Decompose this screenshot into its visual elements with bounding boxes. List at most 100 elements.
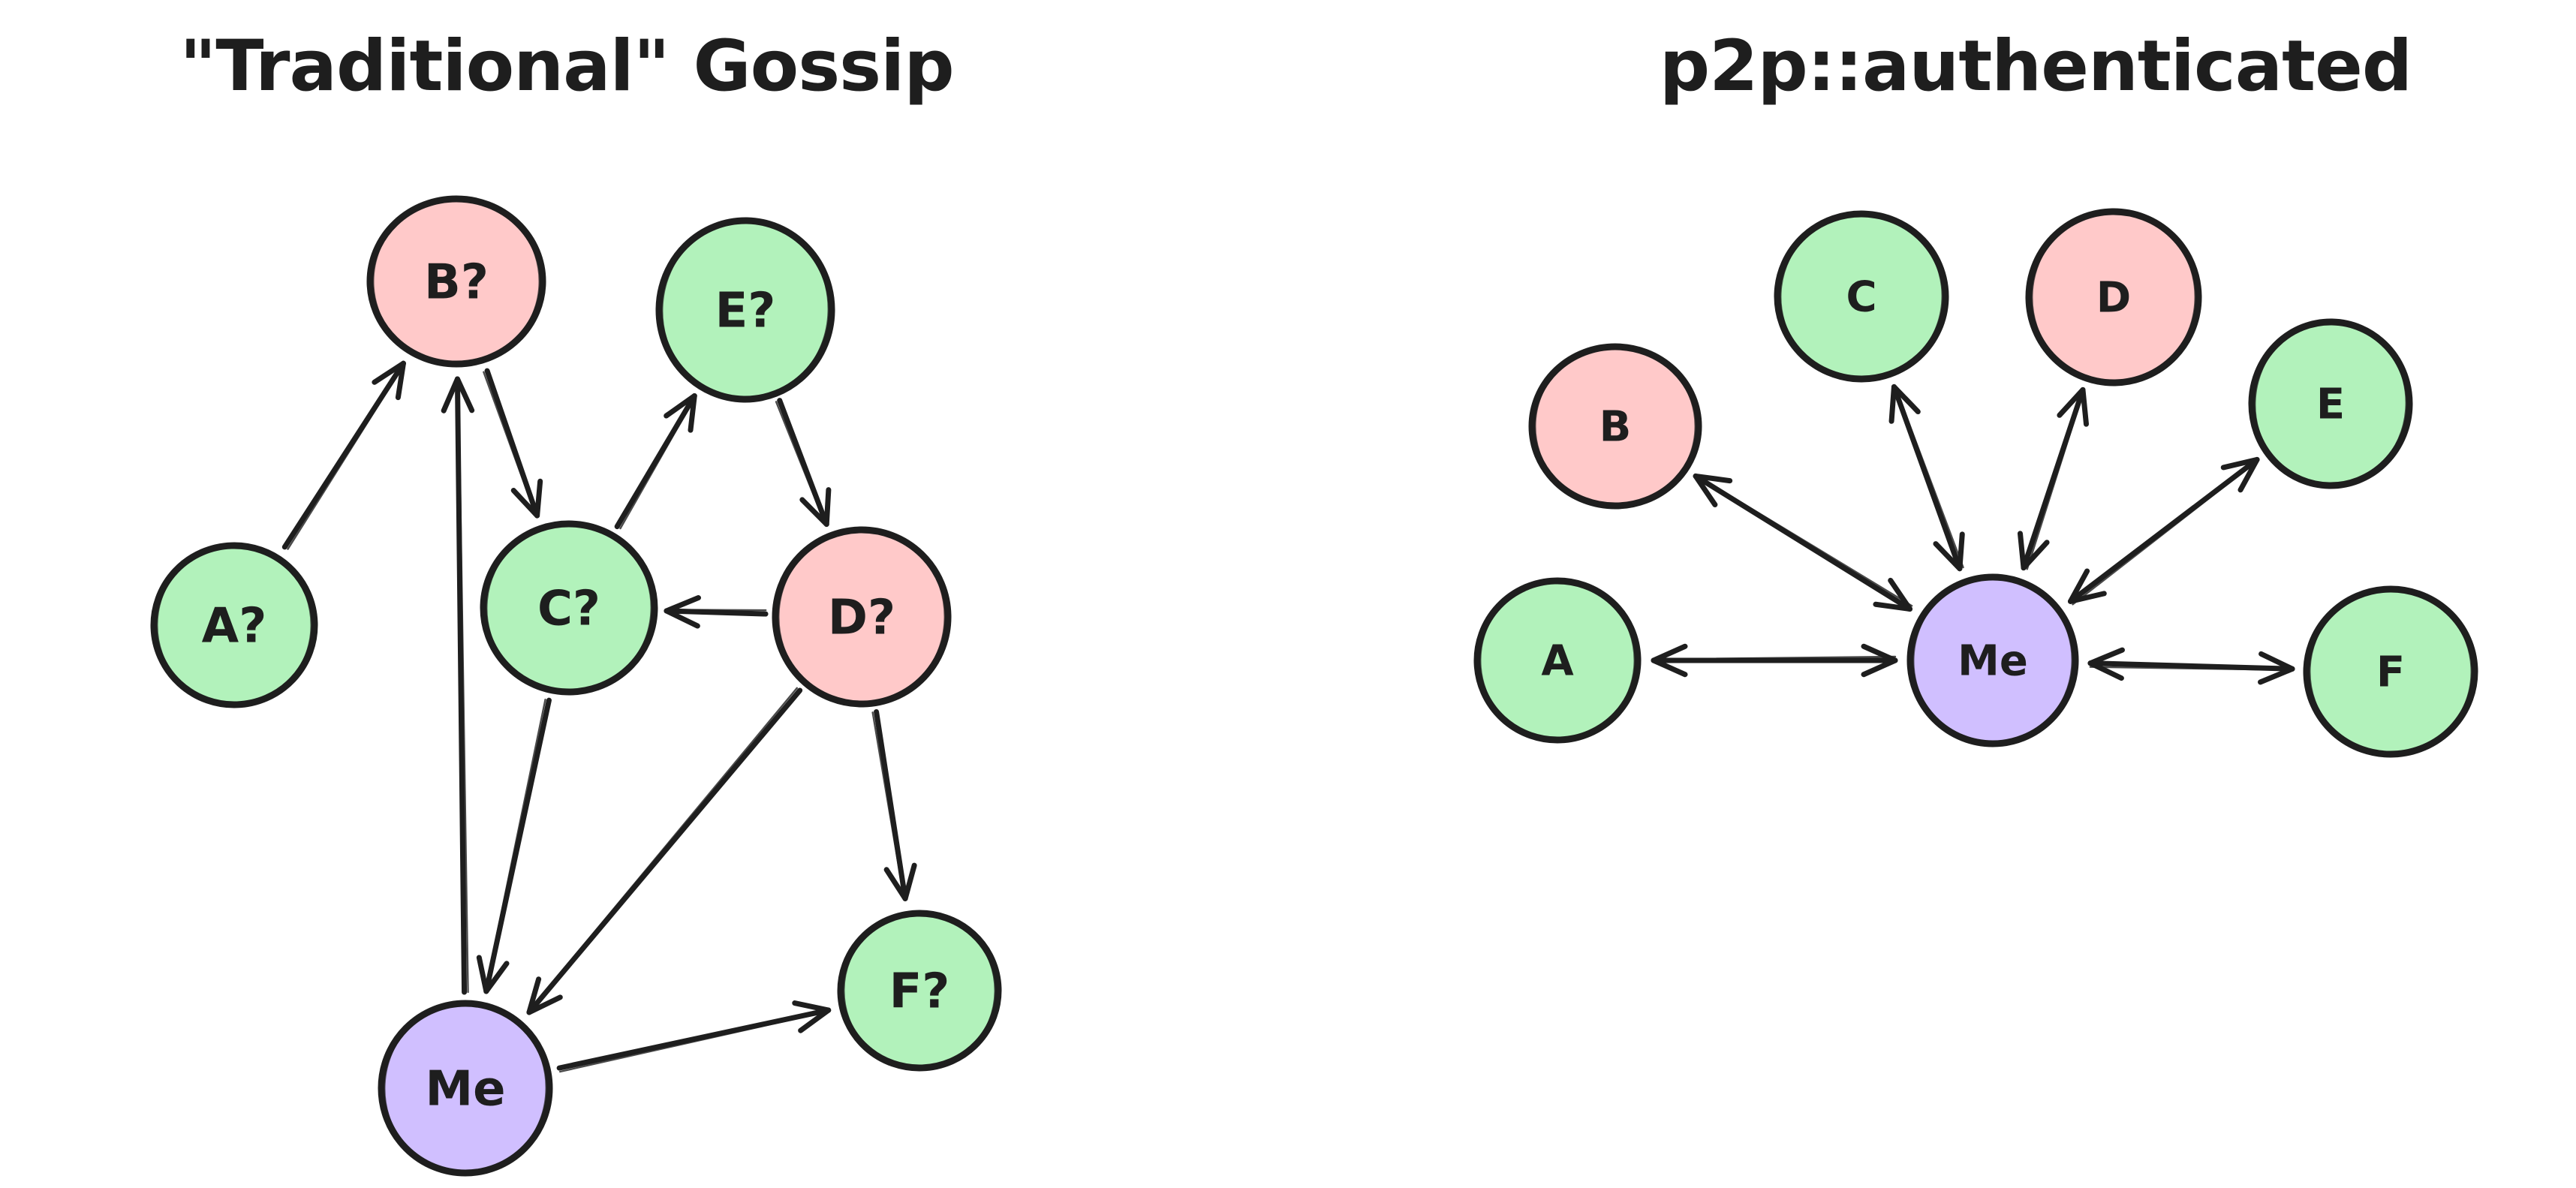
node-e: E? [655, 217, 835, 403]
arrowhead [792, 1000, 832, 1033]
node-d: D [2025, 208, 2202, 386]
edge-sketch-stroke [484, 698, 546, 992]
node-circle-sketch [1533, 344, 1697, 509]
node-circle [2248, 318, 2413, 489]
edge-sketch-stroke [665, 609, 767, 612]
edge-sketch-stroke [287, 362, 405, 550]
node-circle-sketch [842, 910, 997, 1071]
node-circle-sketch [2030, 209, 2197, 386]
arrowhead [1861, 643, 1898, 678]
node-label: C? [537, 581, 600, 636]
arrowhead [2220, 456, 2260, 493]
node-label: Me [1958, 637, 2028, 686]
edge-sketch-stroke [1695, 474, 1913, 607]
node-circle-sketch [1912, 574, 2074, 747]
edge-sketch-stroke [2089, 666, 2294, 671]
edge-sketch-stroke [483, 371, 537, 517]
arrowhead [664, 595, 701, 629]
node-circle [837, 910, 1002, 1072]
node-d: D? [772, 526, 952, 708]
arrowhead [510, 478, 543, 519]
right-diagram-title: p2p::authenticated [1660, 26, 2412, 107]
node-label: B [1599, 403, 1632, 452]
node-circle-sketch [372, 196, 541, 367]
arrowhead [476, 955, 510, 994]
node-b: B [1528, 343, 1702, 510]
node-circle [150, 542, 318, 708]
arrowhead [2087, 647, 2125, 681]
node-circle [1473, 577, 1642, 744]
arrowhead [799, 487, 832, 528]
arrowhead [664, 392, 697, 433]
left-diagram-title: "Traditional" Gossip [179, 26, 953, 107]
edge-sketch-stroke [619, 395, 697, 530]
arrowhead [2017, 531, 2050, 571]
node-label: F [2376, 648, 2405, 697]
edge-me-b [1693, 473, 1913, 612]
edge-c-e [614, 392, 697, 530]
edge-sketch-stroke [527, 687, 799, 1013]
node-label: E? [715, 283, 776, 338]
node-e: E [2248, 318, 2413, 489]
edge-me-a [1651, 643, 1898, 678]
arrowhead [2258, 651, 2295, 685]
node-me: Me [378, 1000, 553, 1177]
edge-me-c [1888, 383, 1965, 572]
node-circle [1528, 343, 1702, 510]
arrowhead [2068, 568, 2107, 604]
edge-e-d [775, 398, 832, 528]
edge-me-b [441, 376, 475, 995]
edge-me-f [2087, 647, 2295, 685]
edge-me-d [2017, 386, 2090, 571]
edge-b-c [483, 368, 543, 519]
arrowhead [883, 862, 917, 901]
edge-me-e [2068, 456, 2260, 606]
edge-sketch-stroke [1652, 655, 1897, 660]
node-label: D? [828, 590, 895, 645]
edge-a-b [281, 360, 406, 550]
arrowhead [441, 376, 475, 414]
node-label: E [2316, 380, 2345, 429]
node-circle [2025, 208, 2202, 386]
node-a: A? [150, 542, 318, 708]
node-c: C? [480, 520, 658, 696]
node-circle-sketch [485, 521, 653, 695]
edge-sketch-stroke [1894, 385, 1964, 569]
edge-sketch-stroke [2072, 459, 2259, 606]
node-circle [1906, 573, 2079, 747]
edge-me-f [556, 1000, 832, 1073]
node-circle [772, 526, 952, 708]
node-label: B? [424, 254, 489, 310]
edge-d-me [526, 687, 803, 1015]
node-label: A? [202, 598, 267, 654]
arrowhead [1888, 383, 1921, 424]
node-circle [2303, 585, 2478, 758]
node-circle-sketch [2308, 586, 2473, 757]
node-label: A [1541, 637, 1574, 686]
node-circle [1774, 210, 1949, 383]
node-circle-sketch [777, 527, 946, 707]
node-circle [480, 520, 658, 696]
node-circle [378, 1000, 553, 1177]
node-b: B? [366, 195, 546, 368]
node-a: A [1473, 577, 1642, 744]
edge-sketch-stroke [775, 401, 827, 526]
node-label: Me [425, 1061, 505, 1117]
node-label: C [1846, 273, 1876, 322]
node-me: Me [1906, 573, 2079, 747]
node-f: F [2303, 585, 2478, 758]
arrowhead [1651, 643, 1688, 678]
node-f: F? [837, 910, 1002, 1072]
node-circle-sketch [2253, 319, 2408, 489]
edge-sketch-stroke [871, 711, 905, 900]
edge-sketch-stroke [2026, 389, 2085, 570]
edge-c-me [476, 697, 552, 994]
edge-d-c [664, 595, 769, 629]
node-c: C [1774, 210, 1949, 383]
edge-d-f [871, 708, 917, 901]
left-diagram: A? B? C? D? E? F? Me [150, 195, 1002, 1177]
node-label: D [2096, 274, 2131, 323]
arrowhead [1873, 577, 1913, 612]
